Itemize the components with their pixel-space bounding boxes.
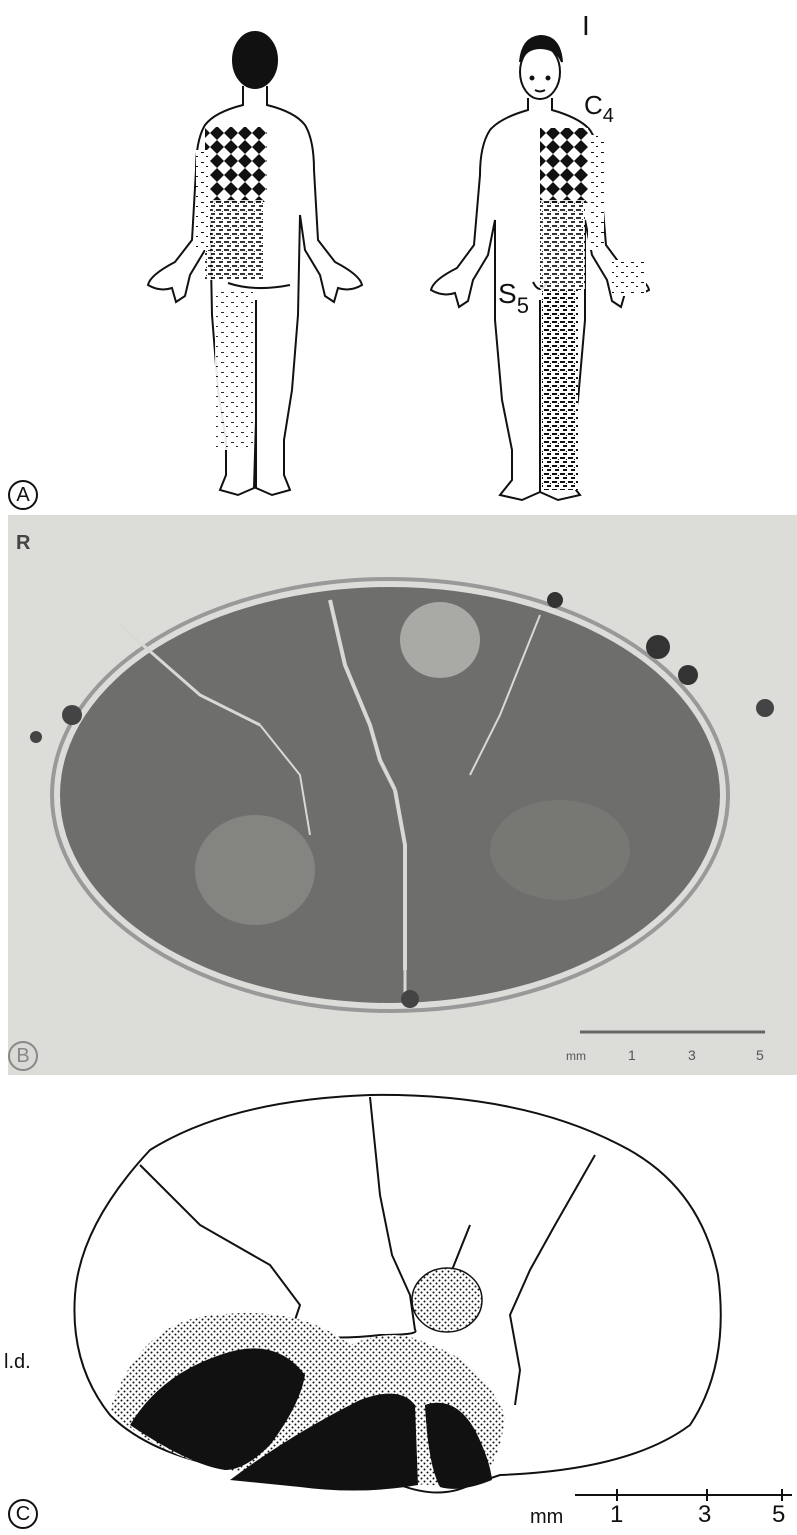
s5-letter: S: [498, 278, 517, 309]
scale-b-tick-5: 5: [756, 1048, 764, 1062]
scale-c-tick-3: 3: [698, 1503, 711, 1527]
c4-dermatome-label: C4: [584, 92, 614, 118]
panel-a-dermatome-figures: I C4 S5 A: [0, 0, 797, 515]
lumbar-shading-back: [205, 200, 263, 280]
hand-shading-front: [612, 260, 646, 296]
panel-b-histology-section: R mm 1 3 5 B: [0, 515, 797, 1075]
scale-b-tick-1: 1: [628, 1048, 636, 1062]
scale-b-tick-3: 3: [688, 1048, 696, 1062]
figure-top-label: I: [582, 12, 590, 40]
scale-c-unit: mm: [530, 1507, 563, 1527]
spinal-cord-outline-drawing: [0, 1075, 797, 1535]
panel-c-letter: C: [8, 1499, 38, 1529]
leg-shading-front: [542, 290, 578, 490]
thoracic-stipple-front: [540, 128, 588, 203]
leg-shading-back: [215, 290, 253, 450]
scale-c-tick-1: 1: [610, 1503, 623, 1527]
abdominal-shading-front: [540, 200, 585, 290]
s5-dermatome-label: S5: [498, 280, 529, 308]
panel-b-letter: B: [8, 1041, 38, 1071]
stippled-gracile-area: [412, 1268, 482, 1332]
thoracic-stipple-back: [205, 127, 267, 202]
c4-subscript: 4: [603, 105, 614, 127]
body-figures-drawing: [0, 0, 797, 515]
scale-c-tick-5: 5: [772, 1503, 785, 1527]
panel-a-letter: A: [8, 480, 38, 510]
scale-b-unit: mm: [566, 1050, 586, 1062]
panel-c-lesion-diagram: l.d. mm 1 3 5 C: [0, 1075, 797, 1535]
arm-shading-back: [196, 150, 210, 250]
c4-letter: C: [584, 90, 603, 120]
right-side-marker: R: [16, 533, 30, 553]
arm-shading-front: [588, 135, 604, 250]
ld-label: l.d.: [4, 1352, 31, 1372]
spinal-cord-micrograph: [0, 515, 797, 1075]
s5-subscript: 5: [517, 293, 529, 318]
